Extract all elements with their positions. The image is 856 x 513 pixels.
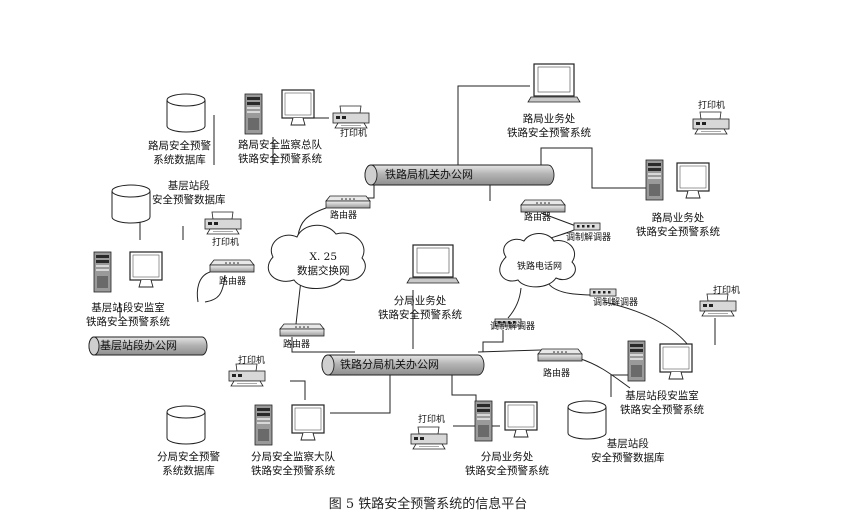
printer-label: 打印机 [713,286,741,296]
modem-icon [589,288,617,297]
pipe-top [364,164,555,186]
business-dept-label: 分局业务处铁路安全预警系统 [465,451,549,477]
printer-icon [699,293,737,317]
laptop-icon [406,244,460,284]
router-icon [520,199,566,213]
server-tower-icon [244,93,263,135]
business-dept-label: 路局业务处铁路安全预警系统 [636,212,720,238]
printer-label: 打印机 [418,415,446,425]
server-tower-icon [645,159,664,201]
router-label: 路由器 [219,277,247,287]
database-icon [166,93,206,133]
base-station-label: 基层站段安监室铁路安全预警系统 [86,302,170,328]
printer-icon [228,363,266,387]
router-label: 路由器 [543,369,571,379]
railway-phone-cloud [499,233,576,288]
db-label: 基层站段安全预警数据库 [591,438,665,464]
business-dept-label: 分局业务处铁路安全预警系统 [378,295,462,321]
modem-icon [573,222,601,231]
monitor-icon [676,162,710,199]
printer-icon [204,211,242,235]
server-tower-icon [627,340,646,382]
database-icon [166,405,206,445]
modem-label: 调制解调器 [490,322,536,332]
business-dept-label: 路局业务处铁路安全预警系统 [507,113,591,139]
router-icon [279,323,325,337]
printer-label: 打印机 [340,129,368,139]
office-network-label: 基层站段办公网 [100,339,177,352]
monitor-team-label: 分局安全监察大队铁路安全预警系统 [251,451,335,477]
database-icon [111,184,151,224]
server-tower-icon [474,400,493,442]
router-icon [209,259,255,273]
db-label: 分局安全预警系统数据库 [157,451,220,477]
printer-label: 打印机 [212,238,240,248]
printer-icon [332,105,370,129]
modem-label: 调制解调器 [566,233,612,243]
printer-icon [410,426,448,450]
router-label: 路由器 [524,213,552,223]
monitor-icon [659,343,693,380]
base-station-label: 基层站段安监室铁路安全预警系统 [620,390,704,416]
printer-icon [692,111,730,135]
figure-caption: 图 5 铁路安全预警系统的信息平台 [328,497,528,512]
database-icon [567,400,607,440]
phone-network-label: 铁路电话网 [517,262,563,272]
laptop-icon [527,63,581,103]
printer-label: 打印机 [238,356,266,366]
printer-label: 打印机 [698,101,726,111]
office-network-label: 铁路局机关办公网 [385,168,473,181]
monitor-icon [291,404,325,441]
server-tower-icon [254,404,273,446]
pipe-base [88,336,208,356]
router-icon [537,348,583,362]
pipe-mid [321,354,485,376]
router-icon [325,195,371,209]
modem-label: 调制解调器 [593,298,639,308]
office-network-label: 铁路分局机关办公网 [340,358,439,371]
monitor-icon [129,251,163,288]
monitor-team-label: 路局安全监察总队铁路安全预警系统 [238,139,322,165]
db-label: 路局安全预警系统数据库 [148,140,211,166]
monitor-icon [281,89,315,126]
connection-lines [119,85,716,427]
monitor-icon [504,401,538,438]
server-tower-icon [93,251,112,293]
x25-cloud [267,224,366,289]
router-label: 路由器 [283,340,311,350]
router-label: 路由器 [330,211,358,221]
db-label: 基层站段安全预警数据库 [152,180,226,206]
